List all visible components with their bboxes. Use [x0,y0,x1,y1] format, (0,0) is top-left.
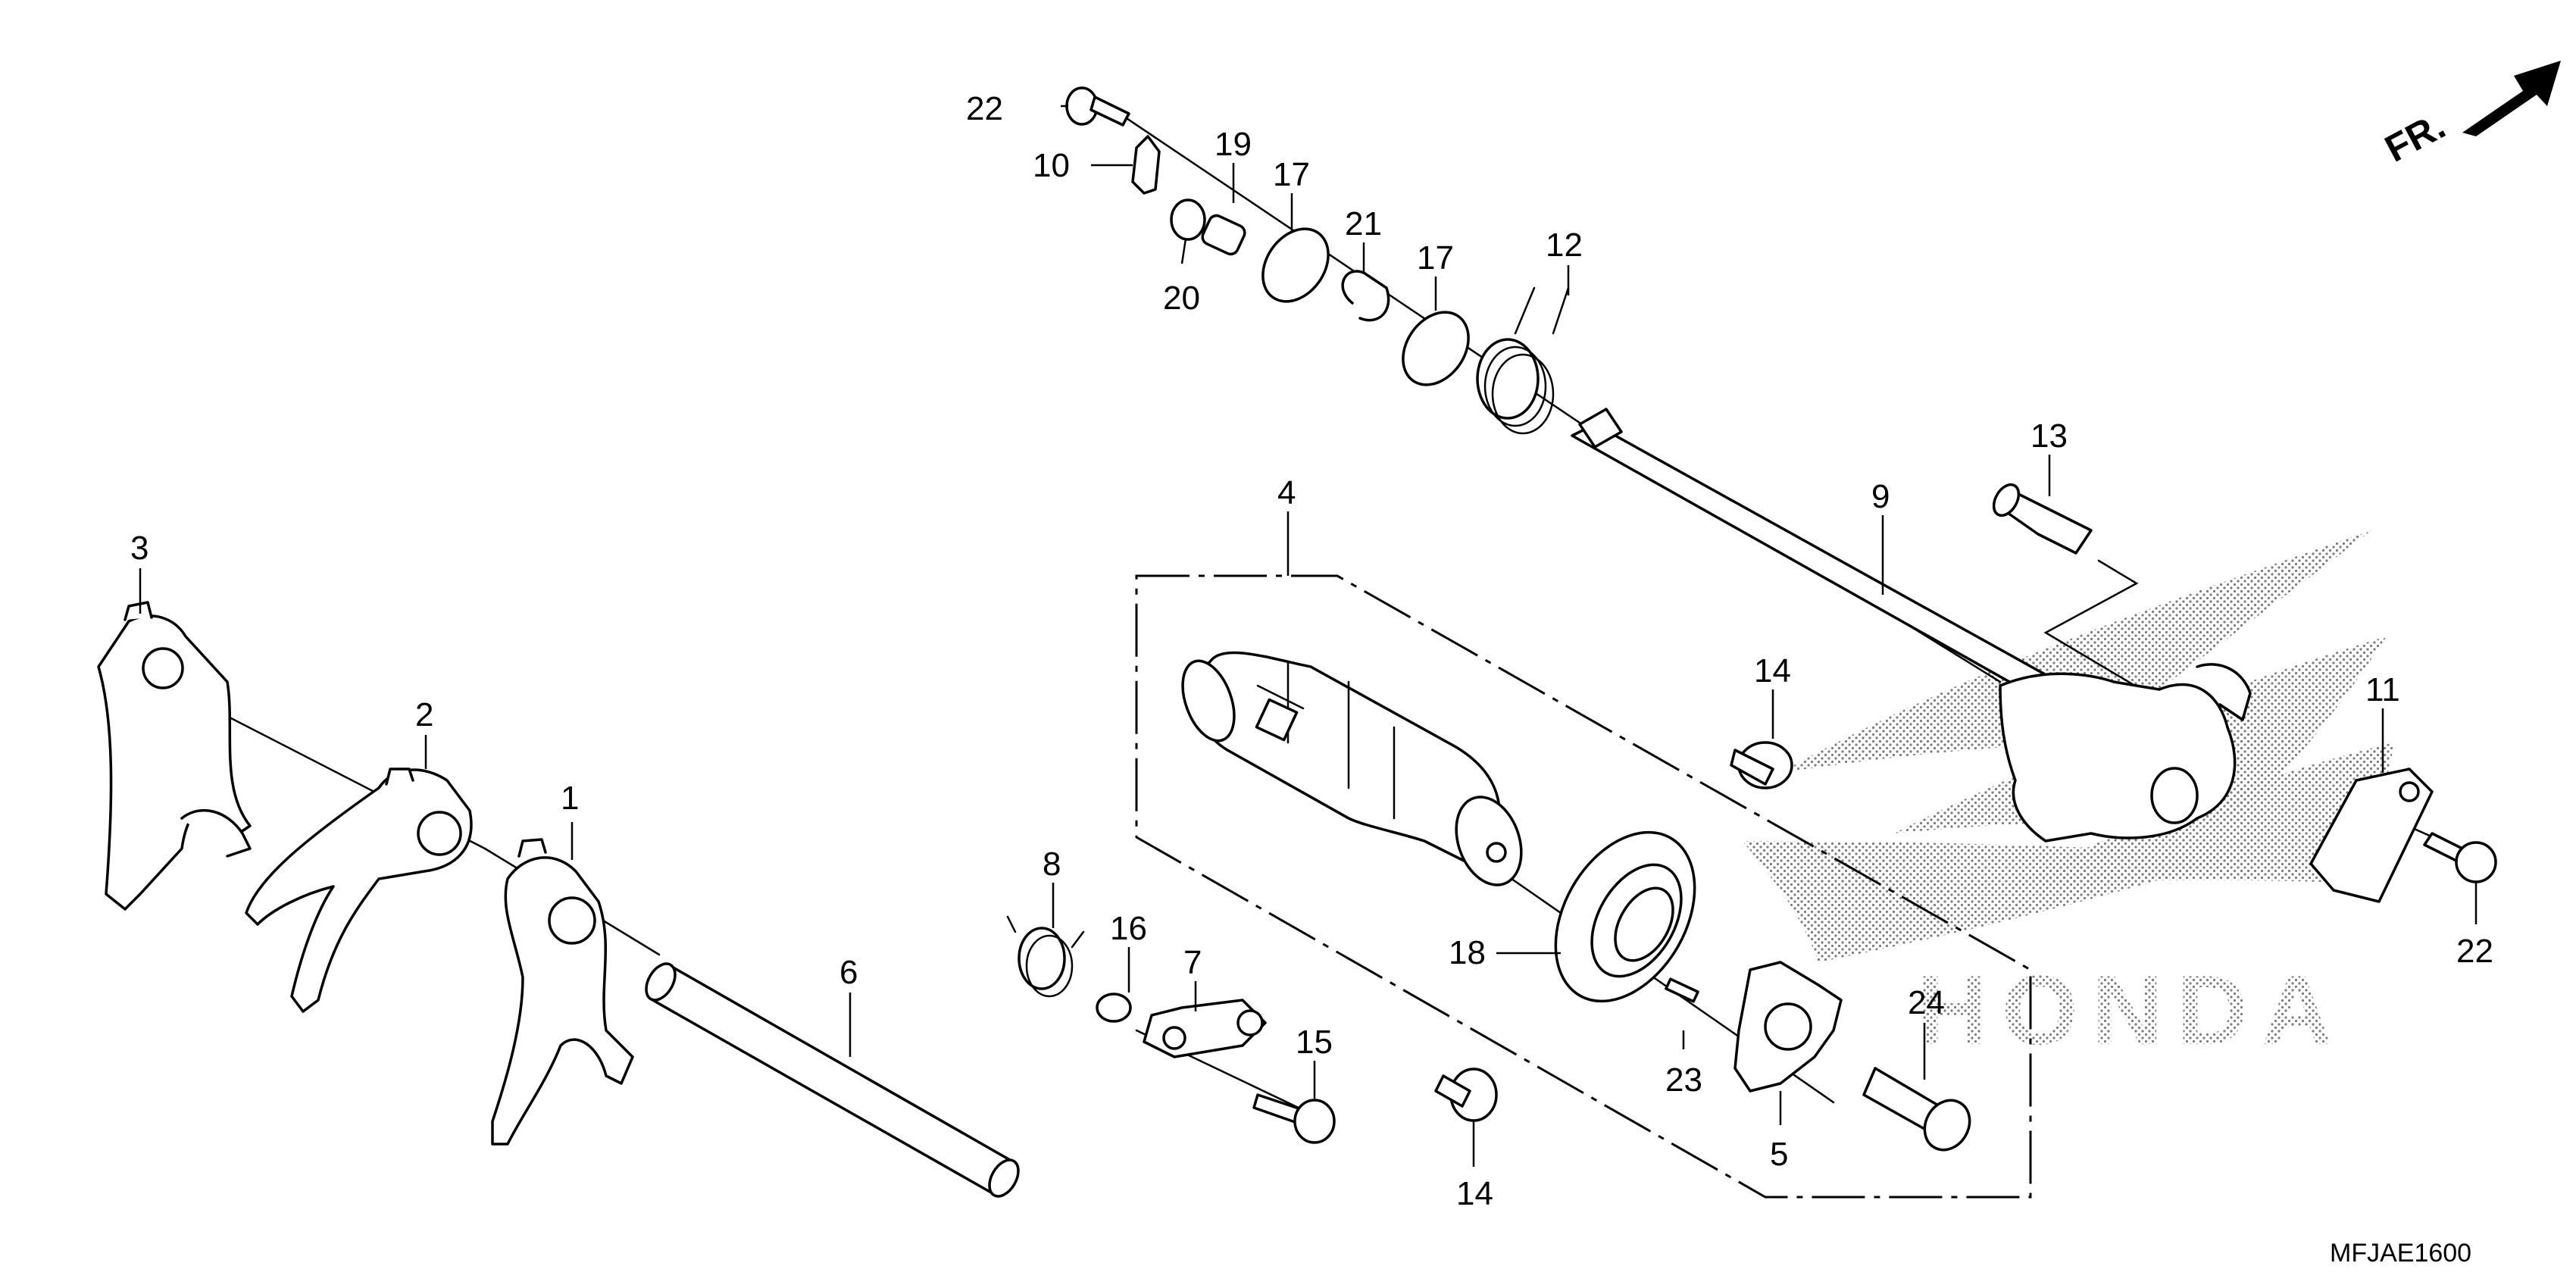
callout-12: 12 [1546,227,1583,264]
washer-17-a [1261,227,1330,303]
callout-22-top: 22 [966,90,1003,127]
bolt-15 [1252,1093,1336,1144]
shift-fork-2 [245,767,473,1013]
front-arrow-icon [2462,61,2561,136]
callout-9: 9 [1871,478,1890,515]
collar-20 [1170,199,1206,241]
front-marker-label: FR. [2378,104,2452,170]
callout-23: 23 [1665,1061,1702,1099]
bolt-24 [1862,1067,1971,1152]
stopper-arm-7 [1143,999,1267,1058]
callout-5: 5 [1770,1136,1788,1173]
callout-3: 3 [130,530,148,567]
assembly-outline [1135,574,2032,1199]
roller-19 [1201,214,1246,256]
bolt-14-lower [1434,1068,1498,1122]
bearing-18 [1554,830,1696,1003]
callout-7: 7 [1183,944,1202,981]
callout-15: 15 [1296,1024,1333,1061]
bolt-22-top [1065,86,1130,127]
washer-16 [1096,993,1132,1023]
spring-8 [1006,915,1085,998]
bolt-14-upper [1730,741,1793,789]
leader-lines [139,105,2478,1167]
callout-16: 16 [1110,910,1147,947]
shift-fork-shaft-6 [645,962,1020,1198]
bracket-11 [2309,767,2434,903]
callout-labels: 1 2 3 4 5 6 7 8 9 10 11 12 13 14 14 15 1… [130,90,2493,1212]
shift-fork-1 [491,838,634,1146]
callout-17-a: 17 [1273,156,1310,193]
return-spring-12 [1476,286,1570,435]
callout-4: 4 [1277,474,1296,511]
callout-19: 19 [1215,126,1252,163]
callout-20: 20 [1163,280,1200,317]
callout-22-right: 22 [2456,933,2493,970]
callout-21: 21 [1345,205,1382,242]
callout-6: 6 [839,954,858,991]
callout-8: 8 [1043,846,1061,883]
callout-13: 13 [2030,417,2068,455]
bolt-22-right [2423,832,2497,883]
callout-2: 2 [415,696,433,733]
shift-drum-4 [1181,651,1523,886]
callout-14-lower: 14 [1456,1175,1493,1212]
shift-fork-3 [97,601,252,911]
callout-11: 11 [2365,671,2400,708]
washer-17-b [1402,311,1470,386]
callout-14-upper: 14 [1754,652,1791,689]
snap-ring-21 [1341,270,1390,322]
callout-18: 18 [1449,934,1486,971]
callout-24: 24 [1908,984,1945,1021]
honda-watermark-text: HONDA [1917,955,2346,1065]
callout-10: 10 [1033,147,1070,184]
dowel-pin-23 [1665,977,1699,1003]
stopper-bolt-13 [1992,483,2093,555]
drum-center-5 [1733,961,1843,1093]
callout-17-b: 17 [1417,239,1454,277]
clip-10 [1131,135,1161,195]
diagram-code: MFJAE1600 [2330,1239,2471,1268]
front-direction-marker: FR. [2378,61,2561,170]
callout-1: 1 [561,780,579,817]
gearshift-spindle-9 [1571,408,2252,843]
